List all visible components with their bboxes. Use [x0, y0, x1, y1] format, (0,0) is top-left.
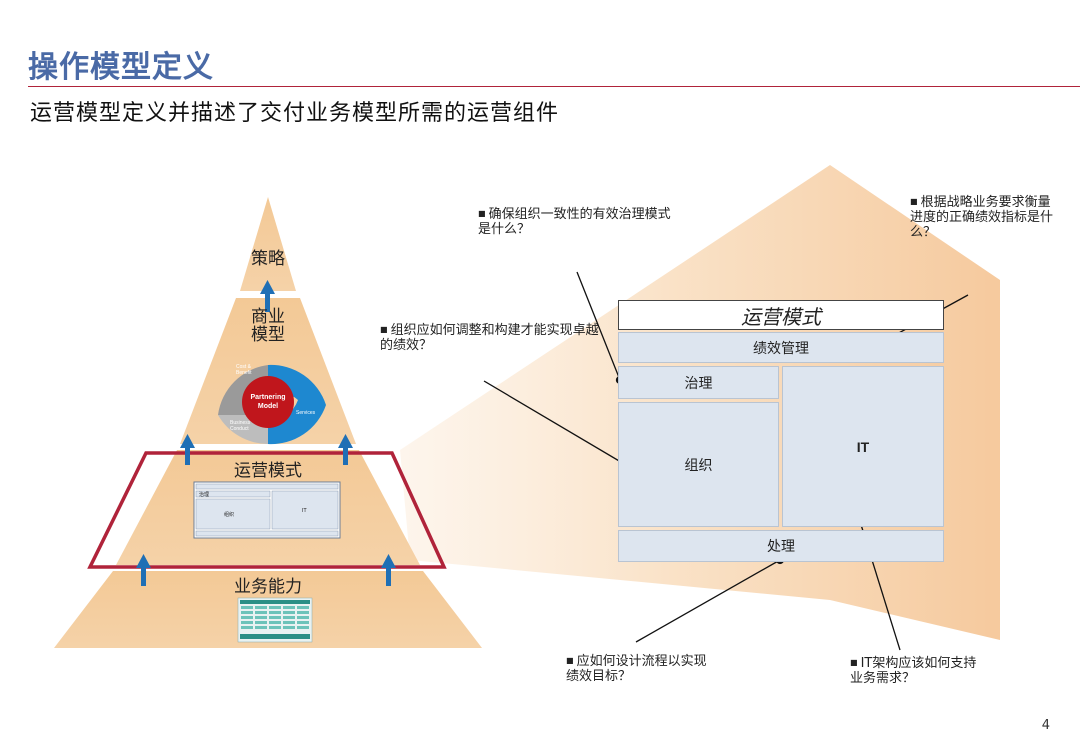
page-subtitle: 运营模型定义并描述了交付业务模型所需的运营组件	[30, 101, 560, 126]
up-arrow	[381, 554, 396, 586]
pyramid-tier-strategy	[240, 197, 296, 291]
cycle-top-label: Cost &	[236, 364, 252, 370]
performance-management-box: 绩效管理	[618, 332, 944, 363]
bullet-icon: ■	[380, 325, 388, 334]
note-process: ■应如何设计流程以实现绩效目标？	[566, 654, 707, 684]
page-title: 操作模型定义	[28, 50, 214, 85]
up-arrow	[180, 434, 195, 465]
cycle-right-label: Services	[296, 410, 316, 416]
pyramid-label-capabilities: 业务能力	[234, 577, 302, 597]
mini-it-label: IT	[302, 508, 307, 514]
page-number: 4	[1041, 718, 1050, 733]
svg-text:Conduct: Conduct	[230, 426, 249, 432]
cycle-bottom-label: Business	[230, 420, 251, 426]
mini-organization-label: 组织	[224, 511, 234, 518]
bullet-icon: ■	[566, 656, 574, 665]
organization-box: 组织	[618, 402, 779, 527]
it-box: IT	[782, 366, 944, 527]
svg-text:Model: Model	[258, 403, 278, 410]
capability-map-thumbnail	[237, 597, 313, 643]
note-organization: ■组织应如何调整和构建才能实现卓越的绩效？	[380, 323, 599, 353]
operating-model-frame	[87, 451, 447, 569]
note-it: ■IT架构应该如何支持业务需求？	[850, 656, 977, 686]
note-performance: ■根据战略业务要求衡量进度的正确绩效指标是什么？	[910, 195, 1054, 240]
process-box: 处理	[618, 530, 944, 562]
bullet-icon: ■	[478, 209, 486, 218]
pyramid-label-strategy: 策略	[251, 249, 285, 269]
mini-operating-model: 治理 组织 IT	[193, 481, 341, 539]
title-rule	[28, 86, 1080, 87]
up-arrow	[136, 554, 151, 586]
cycle-center-label: Partnering	[250, 394, 285, 401]
svg-text:Benefit: Benefit	[236, 370, 252, 376]
partnering-cycle-graphic: Partnering Model Cost & Benefit Services…	[218, 364, 326, 445]
bullet-icon: ■	[850, 658, 858, 667]
governance-box: 治理	[618, 366, 779, 399]
up-arrow	[260, 280, 275, 312]
up-arrow	[338, 434, 353, 465]
note-governance: ■确保组织一致性的有效治理模式是什么？	[478, 207, 671, 237]
operating-model-header: 运营模式	[618, 300, 944, 330]
bullet-icon: ■	[910, 197, 918, 206]
pyramid-label-operating-model: 运营模式	[234, 461, 302, 481]
mini-governance-label: 治理	[199, 491, 209, 498]
pyramid-label-business-model: 商业 模型	[251, 307, 285, 345]
